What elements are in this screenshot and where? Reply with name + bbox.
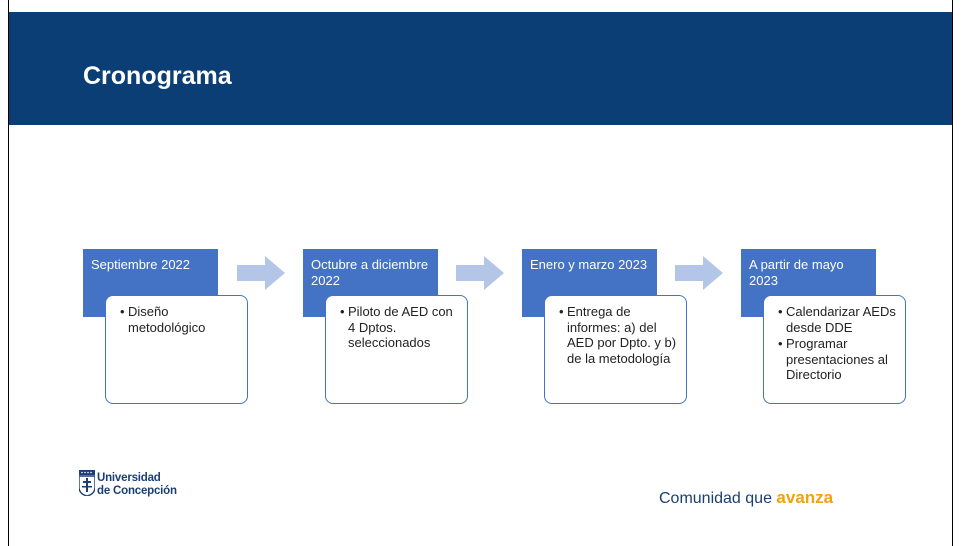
university-crest-icon	[79, 470, 95, 496]
tagline-prefix: Comunidad que	[659, 490, 777, 507]
title-bar: Cronograma	[9, 12, 952, 125]
step-2-bullet-1: Piloto de AED con 4 Dptos. seleccionados	[340, 304, 461, 351]
slide-title: Cronograma	[83, 62, 232, 90]
university-name-line-2: de Concepción	[97, 485, 177, 497]
tagline-accent: avanza	[776, 488, 834, 507]
university-name-line-1: Universidad	[97, 472, 161, 484]
arrow-right-icon	[237, 256, 285, 290]
step-1-detail-box: Diseño metodológico	[105, 295, 248, 404]
step-4-bullet-1: Calendarizar AEDs desde DDE	[778, 304, 899, 335]
university-name: Universidad de Concepción	[97, 472, 177, 498]
step-1-bullet-1: Diseño metodológico	[120, 304, 241, 335]
step-2-detail-box: Piloto de AED con 4 Dptos. seleccionados	[325, 295, 468, 404]
slide: Cronograma Septiembre 2022 Diseño metodo…	[8, 0, 953, 546]
step-3-detail-box: Entrega de informes: a) del AED por Dpto…	[544, 295, 687, 404]
step-4-bullet-2: Programar presentaciones al Directorio	[778, 336, 899, 383]
arrow-right-icon	[675, 256, 723, 290]
arrow-right-icon	[456, 256, 504, 290]
tagline: Comunidad que avanza	[659, 488, 833, 508]
step-4-detail-box: Calendarizar AEDs desde DDE Programar pr…	[763, 295, 906, 404]
step-3-bullet-1: Entrega de informes: a) del AED por Dpto…	[559, 304, 680, 366]
